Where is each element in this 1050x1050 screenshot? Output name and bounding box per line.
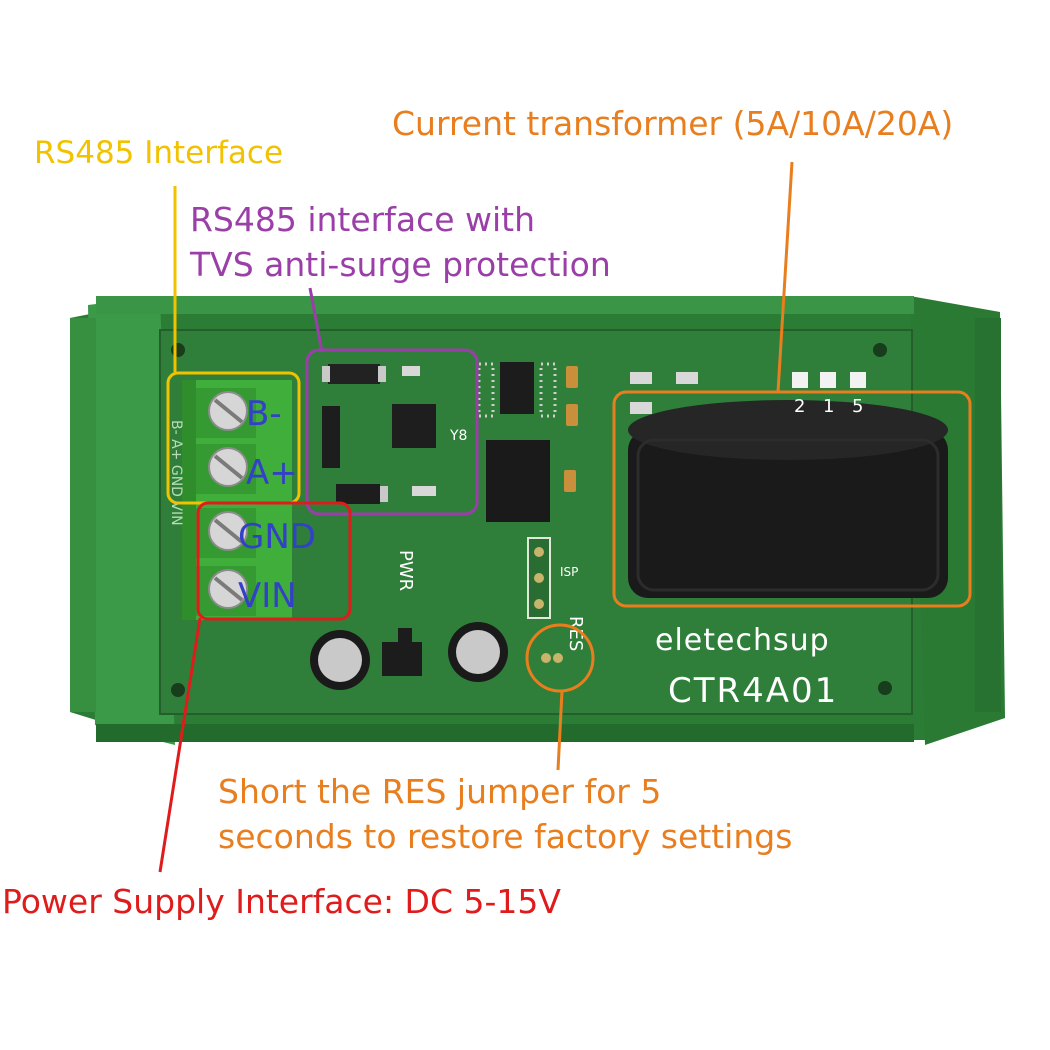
terminal-screw-1	[196, 388, 256, 438]
ct-pads	[792, 372, 866, 388]
terminal-screw-3	[196, 508, 256, 558]
silkscreen-text: eletechsup CTR4A01 RES PWR ISP Y8 2 1 5	[395, 396, 863, 711]
pwr-label: PWR	[395, 550, 416, 591]
chips	[477, 362, 557, 522]
current-transformer-annotation: Current transformer (5A/10A/20A)	[392, 104, 954, 143]
current-transformer	[628, 400, 948, 598]
side-silkscreen-labels: B- A+ GND VIN	[168, 420, 184, 526]
tvs-protection-annotation: RS485 interface with TVS anti-surge prot…	[190, 198, 611, 287]
brand-label: eletechsup	[655, 623, 830, 658]
isp-label: ISP	[560, 565, 578, 579]
terminal-screw-4	[196, 566, 256, 616]
tvs-components	[322, 364, 436, 504]
capacitors	[310, 622, 508, 690]
terminal-block	[182, 380, 292, 620]
current-transformer-box	[612, 390, 972, 608]
terminal-label-b-minus: B-	[246, 394, 282, 434]
terminal-labels: B- A+ GND VIN	[238, 394, 316, 616]
res-label: RES	[565, 616, 586, 651]
tvs-annotation-line2: TVS anti-surge protection	[190, 244, 611, 284]
tvs-leader-line	[308, 287, 324, 353]
terminal-label-gnd: GND	[238, 517, 316, 557]
terminal-label-vin: VIN	[238, 576, 297, 616]
ct-pin-2: 2	[794, 396, 805, 417]
ct-leader-line	[776, 161, 794, 393]
res-jumper-circle	[525, 623, 595, 693]
ct-pin-1: 1	[823, 396, 834, 417]
power-leader-line	[158, 617, 202, 873]
tvs-protection-box	[305, 348, 479, 516]
rs485-interface-annotation: RS485 Interface	[34, 135, 284, 171]
res-jumper-annotation: Short the RES jumper for 5 seconds to re…	[218, 770, 792, 859]
passives	[564, 366, 698, 492]
tvs-annotation-line1: RS485 interface with	[190, 200, 536, 239]
model-label: CTR4A01	[668, 671, 838, 711]
power-supply-box	[196, 501, 352, 621]
y8-label: Y8	[449, 428, 467, 444]
res-annotation-line1: Short the RES jumper for 5	[218, 772, 662, 811]
res-leader-line	[556, 690, 564, 771]
jumper-pins	[527, 537, 563, 663]
ct-pin-5: 5	[852, 396, 863, 417]
res-annotation-line2: seconds to restore factory settings	[218, 816, 793, 856]
power-supply-annotation: Power Supply Interface: DC 5-15V	[2, 882, 561, 921]
terminal-screw-2	[196, 444, 256, 494]
terminal-label-a-plus: A+	[246, 453, 298, 493]
